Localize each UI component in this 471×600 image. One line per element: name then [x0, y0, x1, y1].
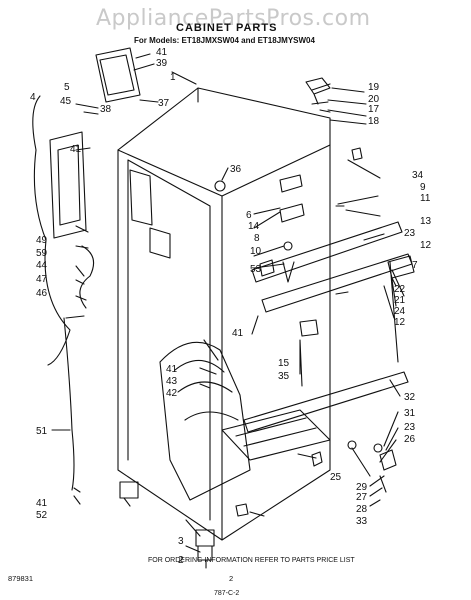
callout-27: 27: [356, 492, 368, 503]
callout-6: 6: [246, 210, 252, 221]
callout-24: 24: [394, 306, 406, 317]
callout-26: 26: [404, 434, 416, 445]
callout-8: 8: [254, 233, 260, 244]
watermark: AppliancePartsPros.com: [96, 6, 371, 31]
drain-pan: [221, 409, 331, 461]
thermostat-bracket: [49, 131, 87, 239]
callout-7: 7: [412, 260, 418, 271]
callout-59: 59: [36, 248, 48, 259]
callout-22: 22: [394, 284, 406, 295]
callout-38: 38: [100, 104, 112, 115]
callout-44: 44: [36, 260, 48, 271]
callout-15: 15: [278, 358, 290, 369]
callout-25: 25: [330, 472, 342, 483]
callout-41b: 41: [70, 144, 82, 155]
callout-14: 14: [248, 221, 260, 232]
callout-4: 4: [30, 92, 36, 103]
callout-21: 21: [394, 295, 406, 306]
callout-13: 13: [420, 216, 432, 227]
hinge-right-bottom: [379, 449, 397, 471]
callout-32: 32: [404, 392, 416, 403]
callout-3: 3: [178, 536, 184, 547]
callout-35: 35: [278, 371, 290, 382]
divider-rail-lower: [243, 371, 409, 433]
callout-41c: 41: [232, 328, 244, 339]
callout-2: 2: [178, 555, 184, 566]
control-box: [95, 47, 141, 103]
callout-1: 1: [170, 72, 176, 83]
page-subtitle: For Models: ET18JMXSW04 and ET18JMYSW04: [134, 36, 315, 45]
callout-45: 45: [60, 96, 72, 107]
callout-33: 33: [356, 516, 368, 527]
page-title: CABINET PARTS: [176, 22, 278, 34]
callout-49: 49: [36, 235, 48, 246]
cabinet-front-edge: [117, 87, 331, 541]
callout-41a: 41: [156, 47, 168, 58]
callout-29: 29: [356, 482, 368, 493]
divider-rail-upper: [251, 221, 403, 283]
ordering-note: FOR ORDERING INFORMATION REFER TO PARTS …: [148, 557, 355, 564]
top-hinge: [305, 77, 331, 95]
cabinet-inner-liner: [127, 159, 211, 521]
callout-17: 17: [368, 104, 380, 115]
callout-47: 47: [36, 274, 48, 285]
callout-34: 34: [412, 170, 424, 181]
callout-18: 18: [368, 116, 380, 127]
callout-20: 20: [368, 94, 380, 105]
callout-labels: 1 2 3 4 5 6 7 8 9 10 11 12 12 13 14 15 1…: [30, 47, 432, 566]
callout-42: 42: [166, 388, 178, 399]
document-code: 787-C-2: [214, 590, 240, 597]
callout-52: 52: [36, 510, 48, 521]
callout-39: 39: [156, 58, 168, 69]
callout-11: 11: [420, 193, 431, 204]
callout-41e: 41: [36, 498, 48, 509]
reference-code: 879831: [8, 574, 34, 583]
callout-23a: 23: [404, 228, 416, 239]
callout-37: 37: [158, 98, 170, 109]
callout-9: 9: [420, 182, 426, 193]
water-line: [63, 317, 75, 491]
callout-43: 43: [166, 376, 178, 387]
callout-36: 36: [230, 164, 242, 175]
callout-5: 5: [64, 82, 70, 93]
cabinet-top: [197, 87, 331, 197]
callout-10: 10: [250, 246, 262, 257]
page-number: 2: [229, 574, 234, 583]
foot-left: [119, 481, 139, 499]
callout-12b: 12: [394, 317, 406, 328]
callout-46: 46: [36, 288, 48, 299]
callout-12a: 12: [420, 240, 432, 251]
callout-51: 51: [36, 426, 48, 437]
callout-41d: 41: [166, 364, 178, 375]
callout-28: 28: [356, 504, 368, 515]
callout-19: 19: [368, 82, 380, 93]
callout-23b: 23: [404, 422, 416, 433]
callout-53: 53: [250, 264, 262, 275]
callout-31: 31: [404, 408, 416, 419]
